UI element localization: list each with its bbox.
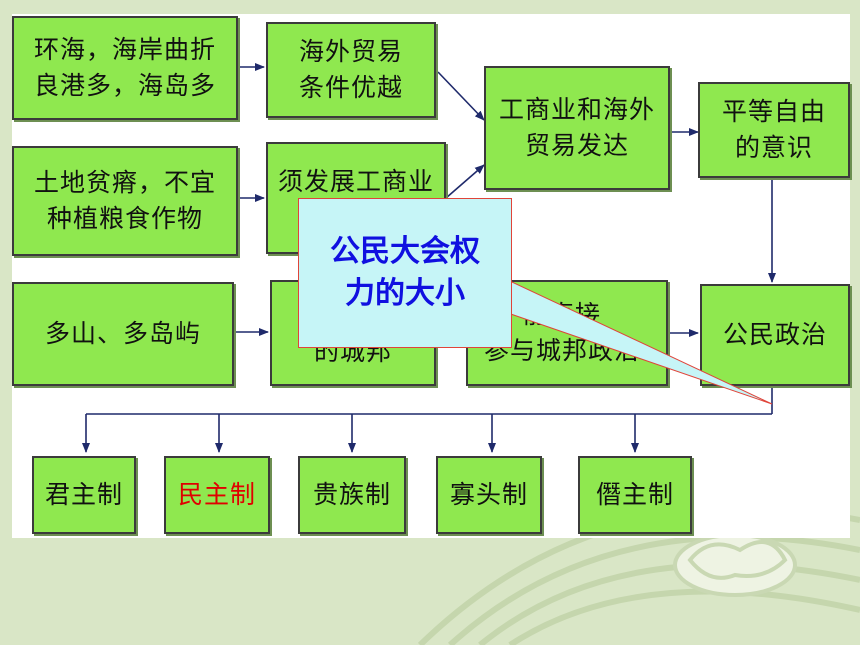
regime-monarchy: 君主制	[32, 456, 136, 534]
node-mountains-islands: 多山、多岛屿	[12, 282, 234, 386]
node-equality-freedom: 平等自由 的意识	[698, 82, 850, 178]
node-citizen-politics: 公民政治	[700, 284, 850, 386]
regime-tyranny: 僭主制	[578, 456, 692, 534]
regime-oligarchy: 寡头制	[436, 456, 542, 534]
regime-aristocracy: 贵族制	[298, 456, 406, 534]
callout-citizen-assembly: 公民大会权 力的大小	[298, 198, 512, 348]
node-trade-conditions: 海外贸易 条件优越	[266, 22, 436, 118]
arrow-trade-to-commerce	[437, 71, 485, 121]
node-commerce-trade: 工商业和海外 贸易发达	[484, 66, 670, 190]
node-coast-geography: 环海，海岸曲折 良港多，海岛多	[12, 16, 238, 120]
regime-democracy: 民主制	[164, 456, 270, 534]
arrow-develop-to-commerce	[445, 164, 485, 199]
node-poor-land: 土地贫瘠，不宜 种植粮食作物	[12, 146, 238, 256]
